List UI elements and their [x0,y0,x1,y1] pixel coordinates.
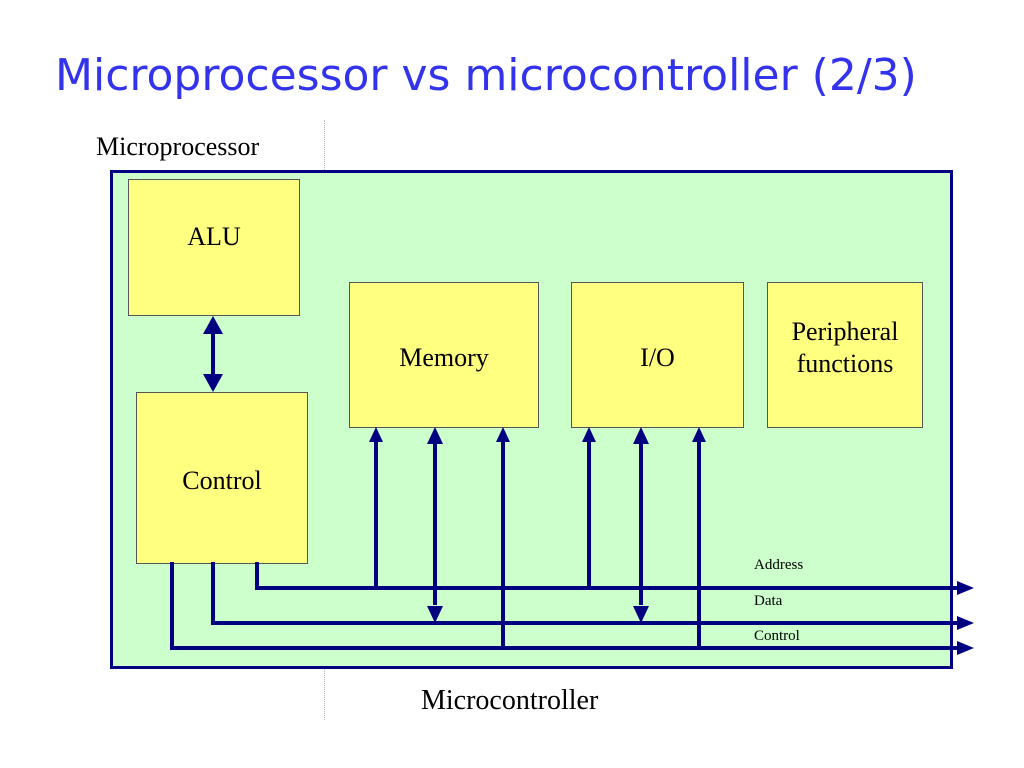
control-block-label: Control [182,466,262,495]
memory-control-arrowhead [496,427,510,442]
microcontroller-label: Microcontroller [421,685,599,716]
address-bus-arrowhead [957,581,974,595]
control-bus-label: Control [754,628,800,644]
control-arrowhead-down [203,374,223,392]
alu-label: ALU [187,221,241,251]
memory-label: Memory [399,343,489,372]
address-bus [255,562,958,590]
control-block: Control [136,392,308,564]
memory-block: Memory [349,282,539,428]
data-bus-label: Data [754,593,783,609]
peripheral-label-line1: Peripheral [791,317,899,346]
peripheral-functions-block: Peripheral functions [767,282,923,428]
slide-title: Microprocessor vs microcontroller (2/3) [55,50,917,101]
alu-arrowhead-up [203,316,223,334]
address-bus-label: Address [754,557,804,573]
control-bus [170,562,958,650]
io-label: I/O [640,343,675,372]
control-bus-arrowhead [957,641,974,655]
memory-data-arrowhead-up [427,427,443,444]
data-bus [211,562,958,625]
data-bus-arrowhead [957,616,974,630]
peripheral-label-line2: functions [796,349,894,378]
memory-address-arrowhead [369,427,383,442]
io-data-arrowhead-down [633,606,649,623]
memory-data-arrowhead-down [427,606,443,623]
io-address-arrowhead [582,427,596,442]
alu-block: ALU [128,179,300,316]
microprocessor-label: Microprocessor [96,132,260,161]
io-block: I/O [571,282,744,428]
io-data-arrowhead-up [633,427,649,444]
io-control-arrowhead [692,427,706,442]
